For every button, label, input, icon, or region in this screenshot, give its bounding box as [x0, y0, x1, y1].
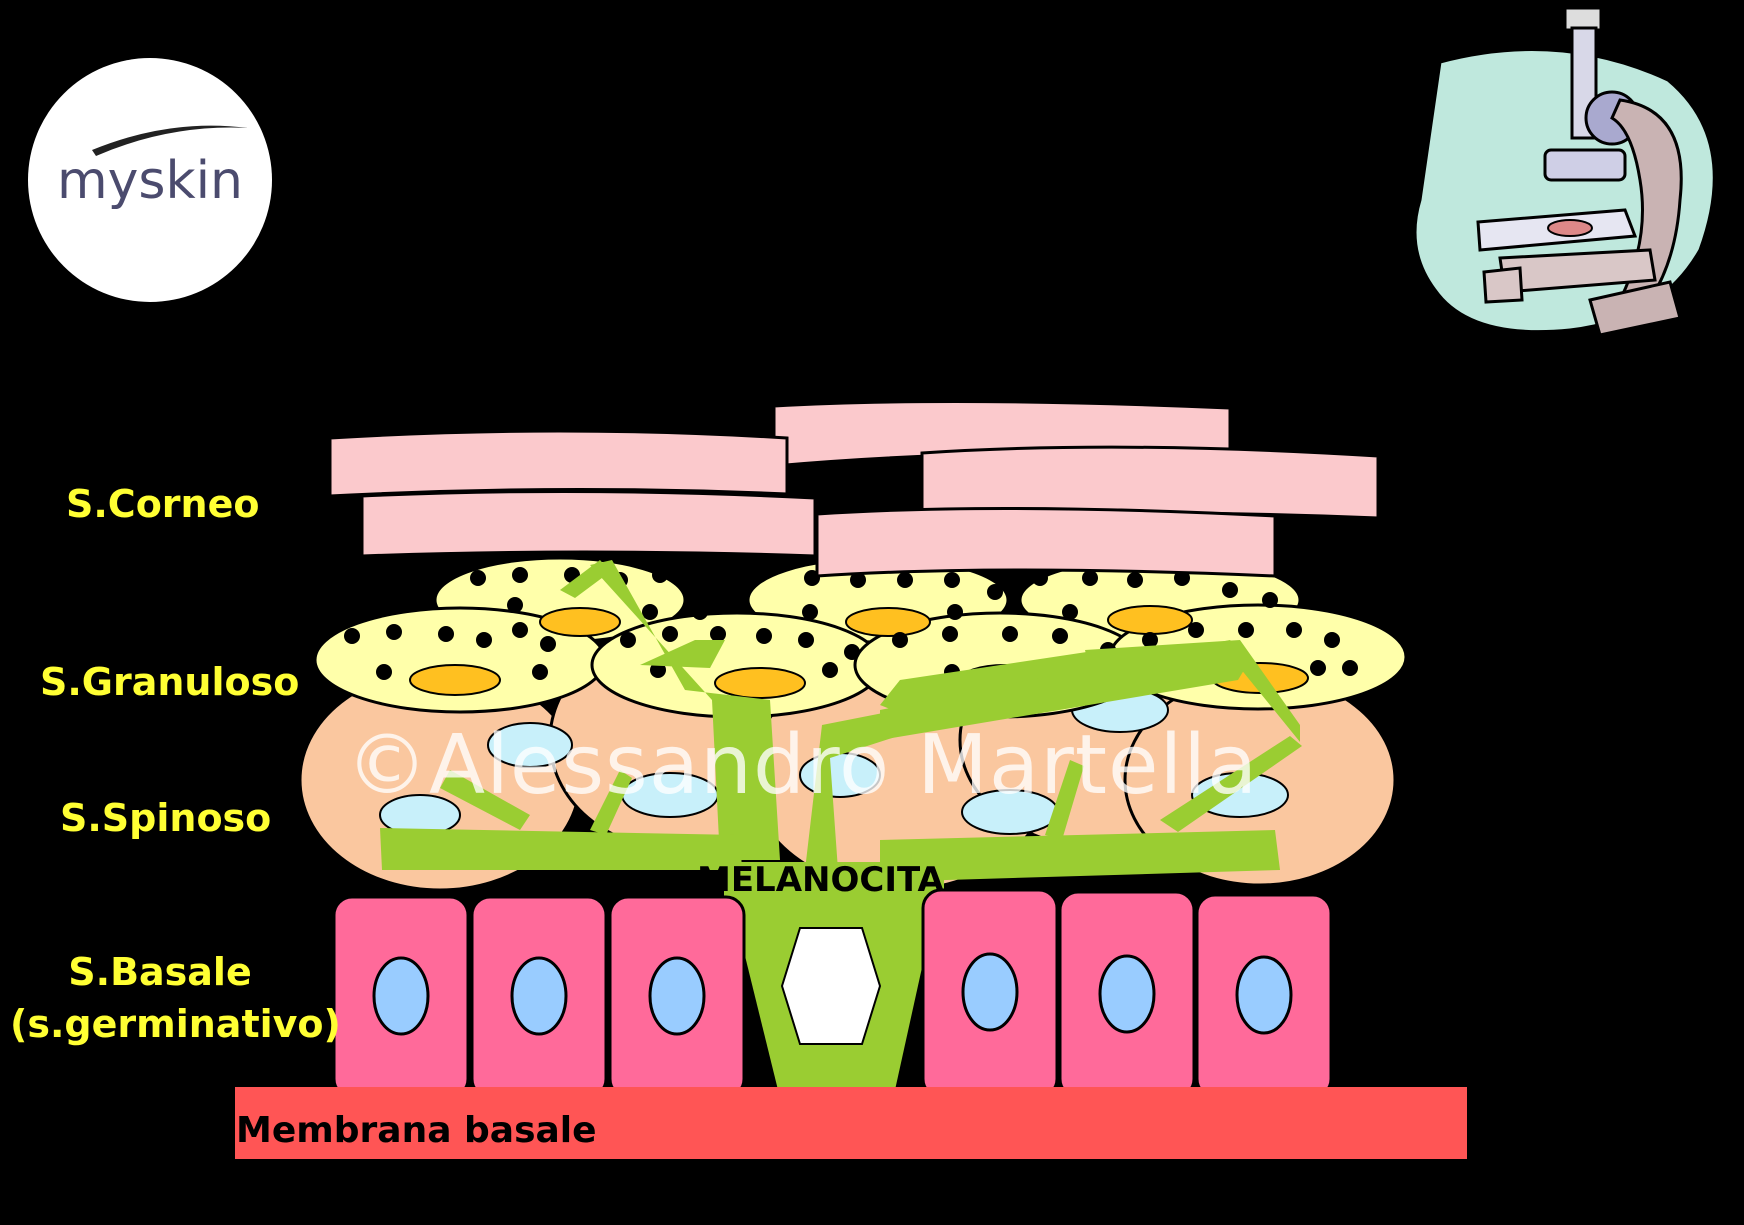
label-stratum-spinosum: S.Spinoso	[60, 796, 272, 840]
myskin-logo: myskin	[28, 58, 272, 302]
watermark-text: ©Alessandro Martella	[346, 718, 1259, 813]
label-melanocyte: MELANOCITA	[697, 860, 944, 900]
label-basale-line2: (s.germinativo)	[10, 1002, 341, 1046]
label-stratum-corneum: S.Corneo	[66, 482, 260, 526]
label-basement-membrane: Membrana basale	[236, 1110, 597, 1151]
label-stratum-granulosum: S.Granuloso	[40, 660, 300, 704]
melanocyte	[380, 560, 1302, 1090]
stratum-granulosum-cells	[313, 556, 1408, 719]
microscope-icon	[1413, 6, 1716, 337]
stratum-corneum-strips	[328, 399, 1380, 578]
label-stratum-basale: S.Basale (s.germinativo)	[10, 946, 341, 1050]
melanocyte-nucleus	[780, 927, 882, 1045]
label-basale-line1: S.Basale	[68, 950, 252, 994]
logo-text: myskin	[57, 151, 243, 211]
basement-membrane	[235, 1087, 1467, 1159]
